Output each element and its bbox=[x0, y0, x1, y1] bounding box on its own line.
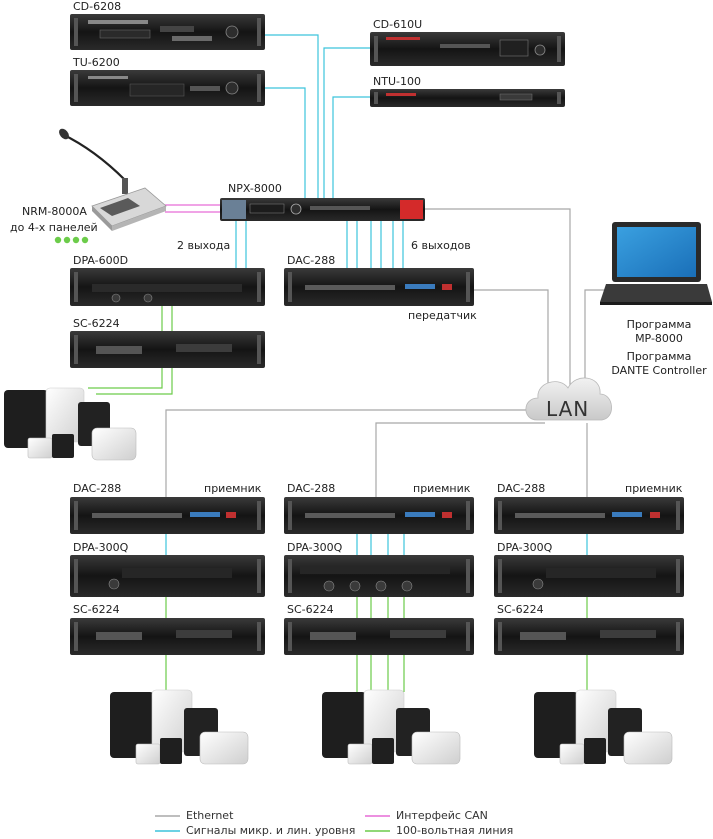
transmitter-model-label: DAC-288 bbox=[287, 254, 336, 267]
rx2-selector-label: SC-6224 bbox=[287, 603, 334, 616]
ntu100-label: NTU-100 bbox=[373, 75, 421, 88]
legend-ethernet: Ethernet bbox=[186, 809, 234, 822]
ethernet-lines bbox=[165, 208, 610, 497]
rx1-selector-label: SC-6224 bbox=[73, 603, 120, 616]
ethernet-lan-rx2 bbox=[375, 422, 545, 497]
rx3-selector-unit bbox=[494, 618, 684, 655]
rx2-selector-unit bbox=[284, 618, 474, 655]
lan-label: LAN bbox=[546, 397, 590, 421]
ethernet-matrix-lan bbox=[425, 208, 571, 392]
matrix-unit bbox=[220, 198, 425, 221]
signal-lines bbox=[165, 34, 588, 555]
signal-cd610u bbox=[323, 47, 370, 198]
cd610u-unit bbox=[370, 32, 565, 66]
cd6208-unit bbox=[70, 14, 265, 50]
signal-tu6200 bbox=[265, 87, 306, 198]
rx2-role-label: приемник bbox=[413, 482, 471, 495]
pc-line4-label: DANTE Controller bbox=[611, 364, 707, 377]
ethernet-transmitter-lan bbox=[474, 289, 549, 392]
transmitter-role-label: передатчик bbox=[408, 309, 477, 322]
can-lines bbox=[165, 204, 220, 213]
rx1-dac-label: DAC-288 bbox=[73, 482, 122, 495]
signal-ntu100 bbox=[332, 96, 370, 198]
matrix-out-right-label: 6 выходов bbox=[411, 239, 471, 252]
sc6224-local-unit bbox=[70, 331, 265, 368]
rx3-dac-unit bbox=[494, 497, 684, 534]
legend-swatches bbox=[155, 815, 390, 832]
rx2-speakers bbox=[322, 689, 461, 765]
signal-cd6208 bbox=[265, 34, 319, 198]
rx1-role-label: приемник bbox=[204, 482, 262, 495]
ethernet-lan-rx1 bbox=[165, 409, 535, 497]
console-panel-dots bbox=[54, 236, 89, 244]
dpa600d-unit bbox=[70, 268, 265, 306]
lan-cloud bbox=[525, 377, 612, 421]
rx3-role-label: приемник bbox=[625, 482, 683, 495]
rx2-amp-unit bbox=[284, 555, 474, 597]
rx3-amp-unit bbox=[494, 555, 684, 597]
tu6200-unit bbox=[70, 70, 265, 106]
matrix-out-left-label: 2 выхода bbox=[177, 239, 231, 252]
ethernet-pc-lan bbox=[584, 289, 610, 392]
ntu100-unit bbox=[370, 89, 565, 107]
pc-line3-label: Программа bbox=[626, 350, 692, 363]
rx1-amp-label: DPA-300Q bbox=[73, 541, 129, 554]
console-model-label: NRM-8000A bbox=[22, 205, 87, 218]
transmitter-unit bbox=[284, 268, 474, 306]
cd610u-label: CD-610U bbox=[373, 18, 423, 31]
speaker-lines bbox=[88, 306, 588, 692]
console-note-label: до 4-х панелей bbox=[10, 221, 98, 234]
rx2-amp-label: DPA-300Q bbox=[287, 541, 343, 554]
rx3-dac-label: DAC-288 bbox=[497, 482, 546, 495]
laptop-pc bbox=[600, 222, 712, 305]
legend-100v: 100-вольтная линия bbox=[396, 824, 514, 837]
rx1-amp-unit bbox=[70, 555, 265, 597]
rx3-speakers bbox=[534, 689, 673, 765]
rx3-amp-label: DPA-300Q bbox=[497, 541, 553, 554]
rx3-selector-label: SC-6224 bbox=[497, 603, 544, 616]
paging-console bbox=[59, 128, 167, 231]
rx1-dac-unit bbox=[70, 497, 265, 534]
sc6224-local-label: SC-6224 bbox=[73, 317, 120, 330]
rx1-speakers bbox=[110, 689, 249, 765]
rx2-dac-unit bbox=[284, 497, 474, 534]
pc-line2-label: MP-8000 bbox=[635, 332, 683, 345]
legend-mic-line: Сигналы микр. и лин. уровня bbox=[186, 824, 356, 837]
legend-can: Интерфейс CAN bbox=[396, 809, 488, 822]
matrix-label: NPX-8000 bbox=[228, 182, 282, 195]
rx2-dac-label: DAC-288 bbox=[287, 482, 336, 495]
tu6200-label: TU-6200 bbox=[73, 56, 120, 69]
speakers-local bbox=[4, 387, 137, 461]
cd6208-label: CD-6208 bbox=[73, 0, 122, 13]
pc-line1-label: Программа bbox=[626, 318, 692, 331]
dpa600d-label: DPA-600D bbox=[73, 254, 129, 267]
rx1-selector-unit bbox=[70, 618, 265, 655]
